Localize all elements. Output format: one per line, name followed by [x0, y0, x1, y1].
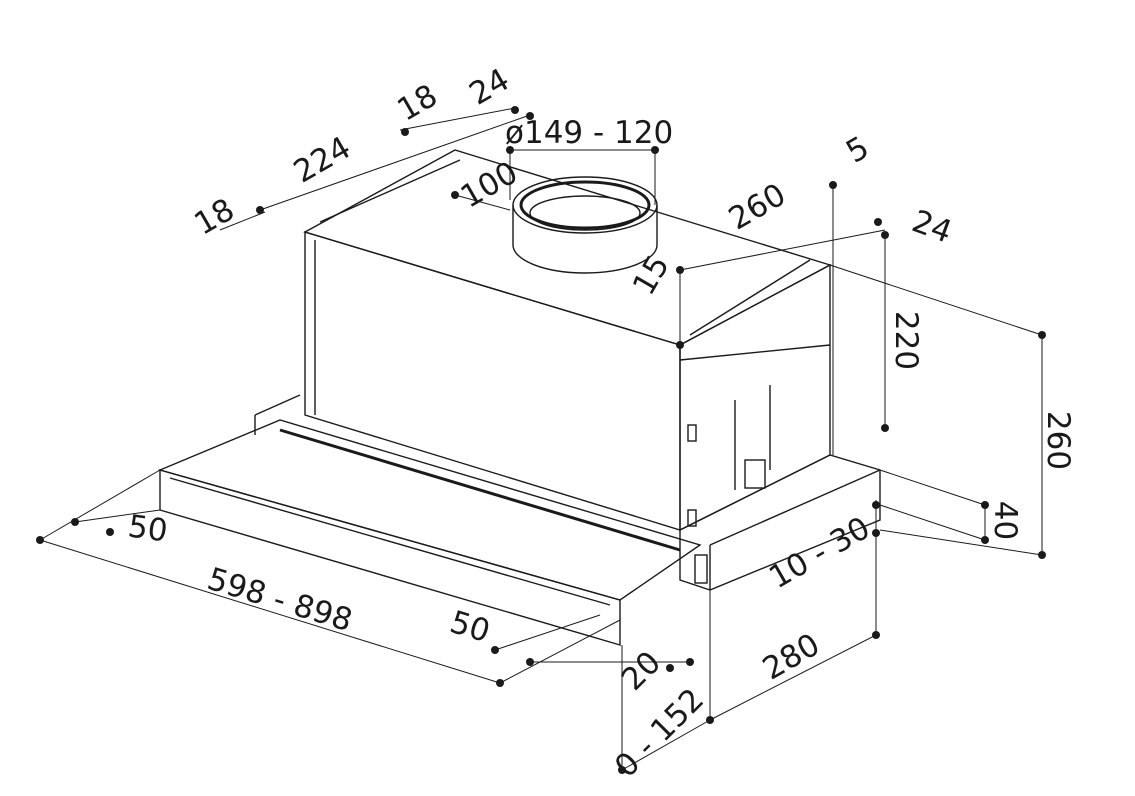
- hood-lower-body: [679, 454, 881, 591]
- dim-duct-diameter: ø149 - 120: [505, 115, 674, 151]
- dimension-dots: [36, 106, 1046, 774]
- dim-height-40: 40: [987, 500, 1024, 541]
- dim-height-220: 220: [888, 310, 925, 371]
- hood-front-face: [304, 231, 681, 531]
- dimension-lines: [39, 107, 1043, 771]
- duct-collar: [512, 176, 658, 274]
- dim-left-50: 50: [125, 508, 170, 550]
- hood-side-face: [679, 263, 831, 532]
- hood-top-face: [303, 149, 832, 346]
- dim-height-260: 260: [1040, 410, 1077, 471]
- slider-front-bar: [159, 469, 621, 646]
